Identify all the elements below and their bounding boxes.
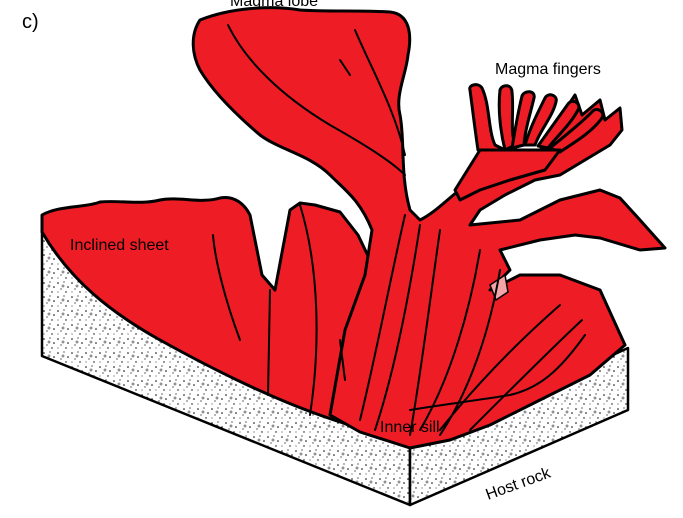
inner-sill-label: Inner sill [380,419,440,436]
magma-fingers-label: Magma fingers [495,61,601,78]
host-rock-label: Host rock [484,464,554,503]
inclined-sheet-label: Inclined sheet [70,237,169,254]
magma-lobe-label: Magma lobe [230,0,318,10]
panel-label: c) [22,11,39,33]
